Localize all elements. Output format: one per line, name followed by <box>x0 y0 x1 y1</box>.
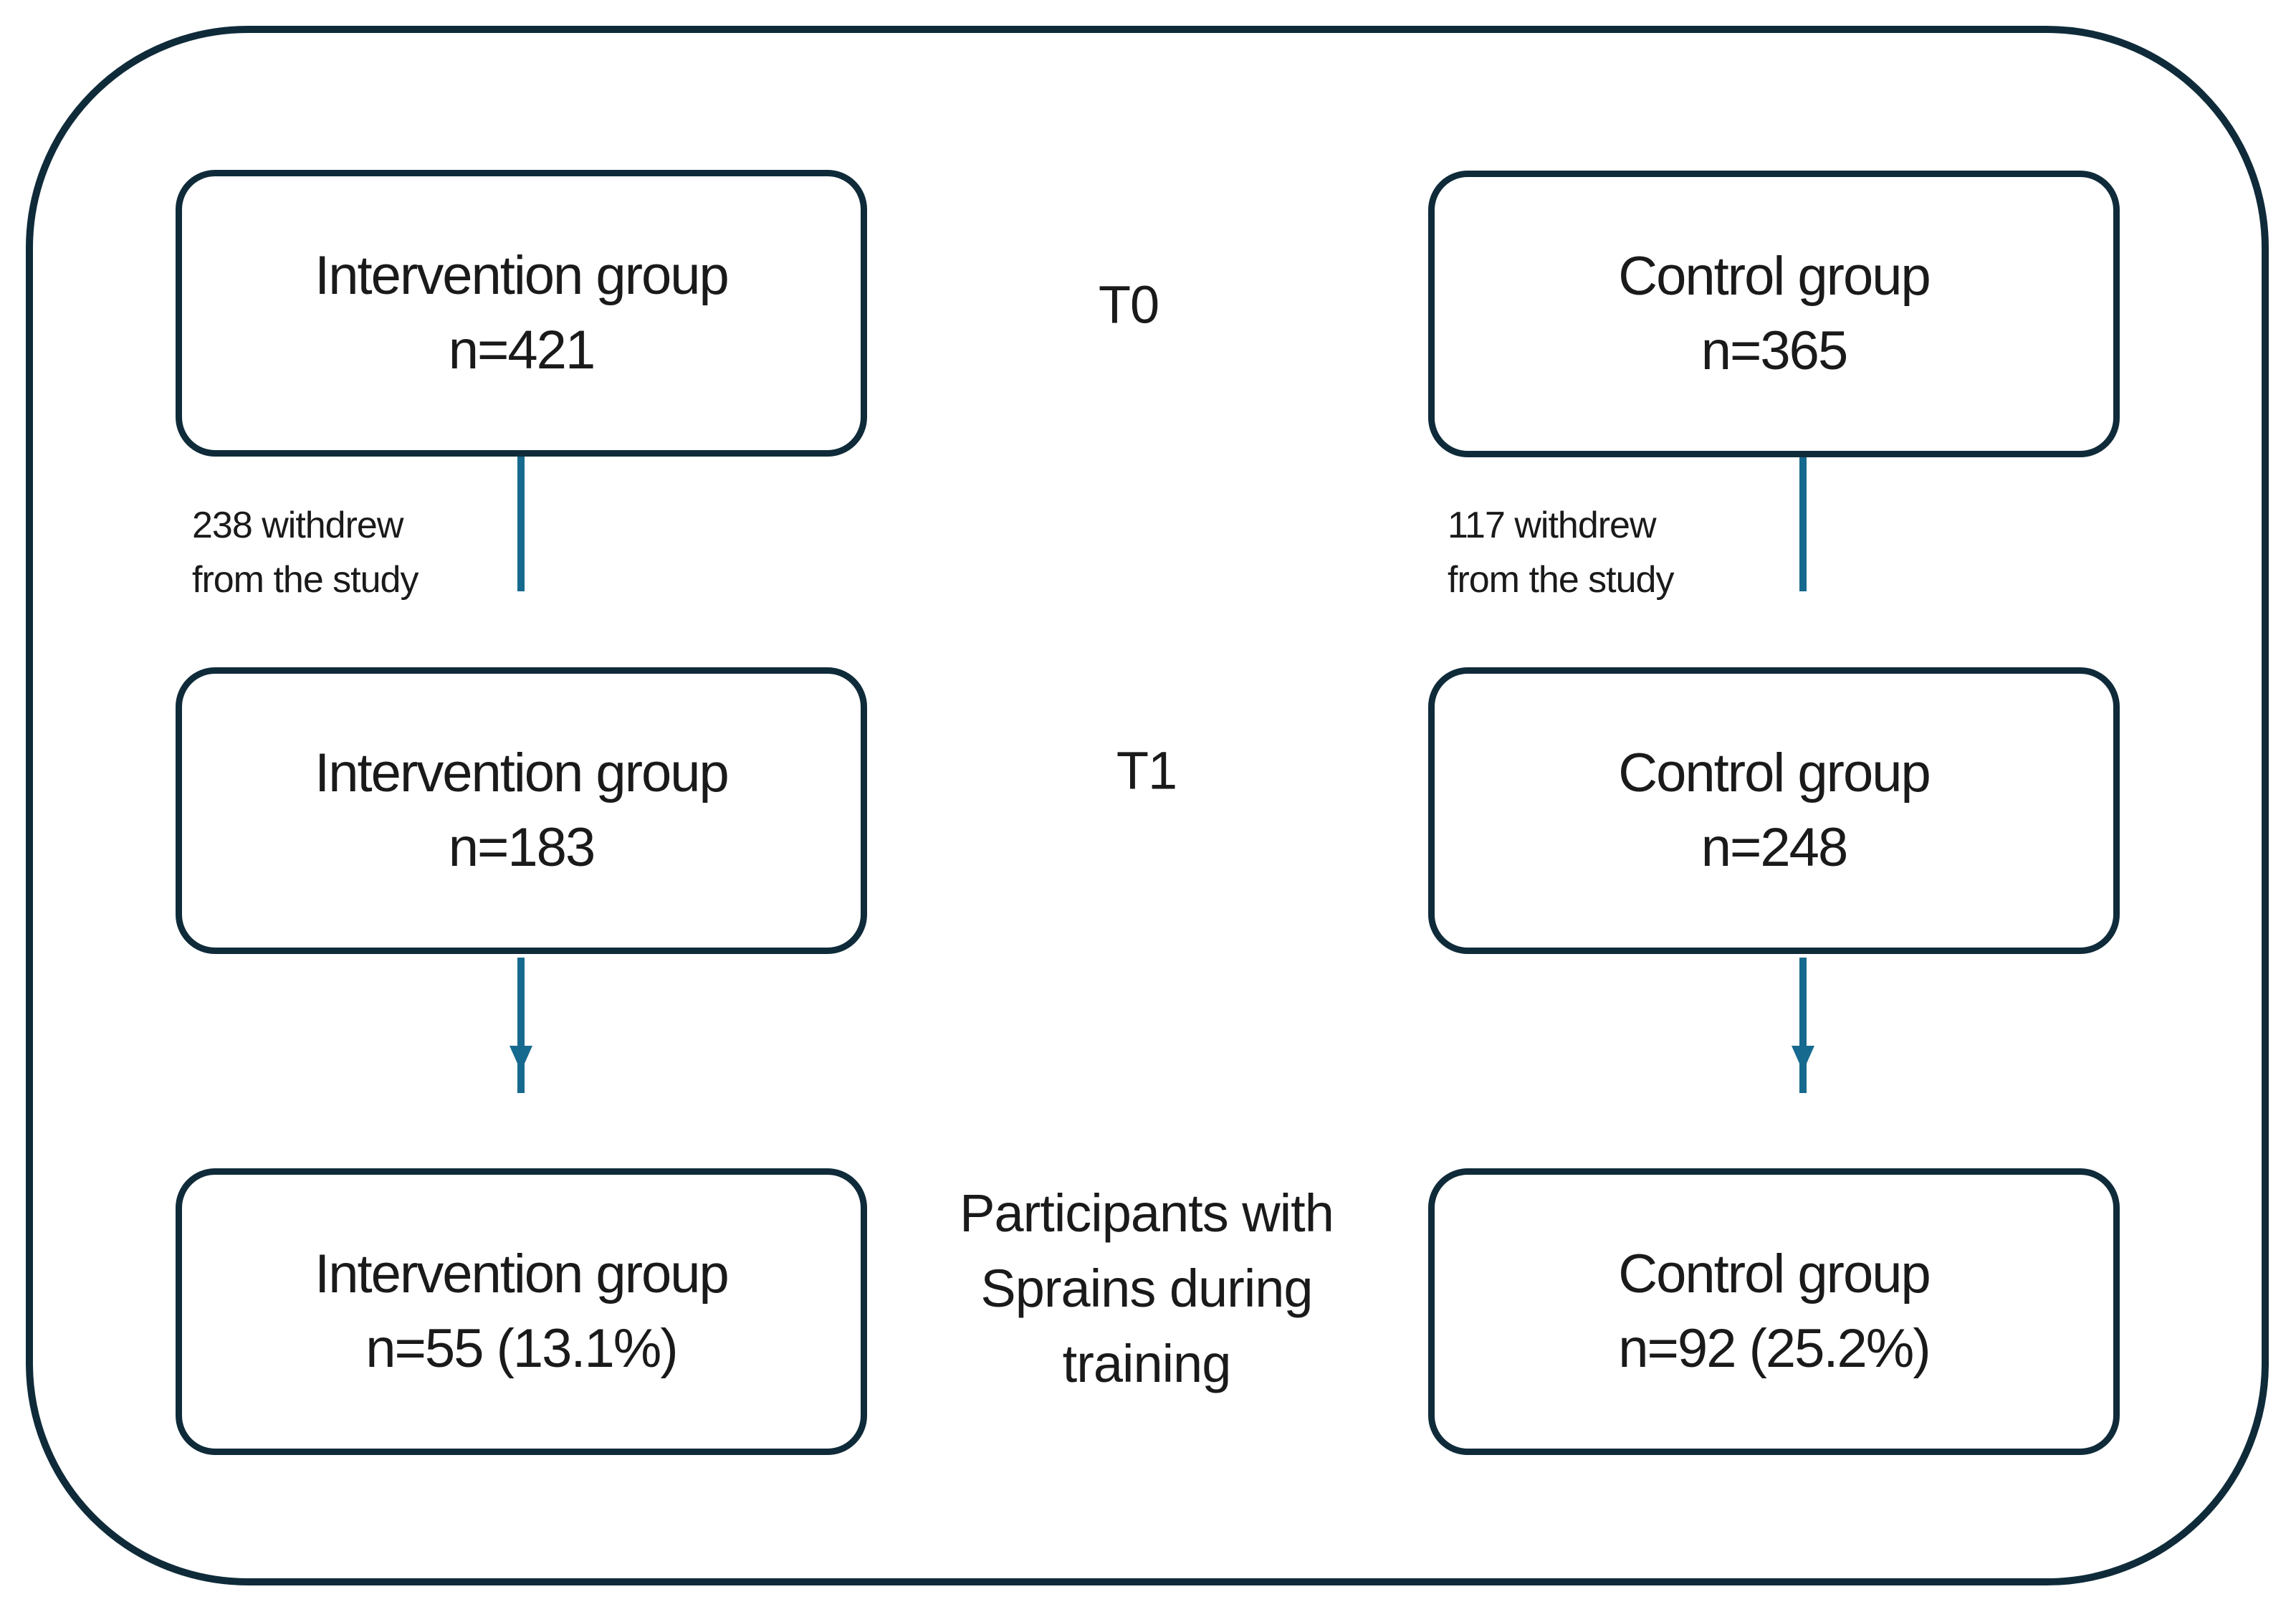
withdraw-line: from the study <box>1448 559 1674 601</box>
box-sprains-intervention: Intervention group n=55 (13.1%) <box>176 1168 867 1455</box>
withdraw-line: 238 withdrew <box>192 505 403 546</box>
box-count: n=248 <box>1701 817 1848 878</box>
box-count: n=92 (25.2%) <box>1618 1318 1931 1379</box>
stage-line: Participants with <box>960 1183 1334 1243</box>
stage-label-sprains: Participants with Sprains during trainin… <box>960 1175 1334 1401</box>
arrow-shaft <box>517 457 525 591</box>
outer-border <box>26 26 2269 1585</box>
arrow-shaft <box>1799 457 1807 591</box>
box-title: Intervention group <box>315 743 730 803</box>
box-count: n=421 <box>448 320 595 381</box>
arrow-shaft <box>517 958 525 1093</box>
box-title: Intervention group <box>315 245 730 306</box>
box-t1-control: Control group n=248 <box>1428 667 2120 954</box>
withdraw-line: from the study <box>192 559 418 601</box>
stage-label-t0: T0 <box>1098 275 1159 335</box>
box-title: Intervention group <box>315 1244 730 1304</box>
box-title: Control group <box>1618 743 1931 803</box>
box-title: Control group <box>1618 1244 1931 1304</box>
stage-label-t1: T1 <box>1116 740 1177 801</box>
arrow-shaft <box>1799 958 1807 1093</box>
box-sprains-control: Control group n=92 (25.2%) <box>1428 1168 2120 1455</box>
stage-line: Sprains during <box>980 1259 1313 1318</box>
withdraw-label-control: 117 withdrew from the study <box>1448 498 1674 607</box>
stage-line: training <box>1062 1334 1232 1393</box>
box-count: n=55 (13.1%) <box>365 1318 678 1379</box>
box-t0-control: Control group n=365 <box>1428 171 2120 457</box>
withdraw-label-intervention: 238 withdrew from the study <box>192 498 418 607</box>
withdraw-line: 117 withdrew <box>1448 505 1657 546</box>
box-count: n=183 <box>448 817 595 878</box>
box-title: Control group <box>1618 246 1931 307</box>
box-t1-intervention: Intervention group n=183 <box>176 667 867 954</box>
box-count: n=365 <box>1701 320 1848 381</box>
box-t0-intervention: Intervention group n=421 <box>176 170 867 457</box>
